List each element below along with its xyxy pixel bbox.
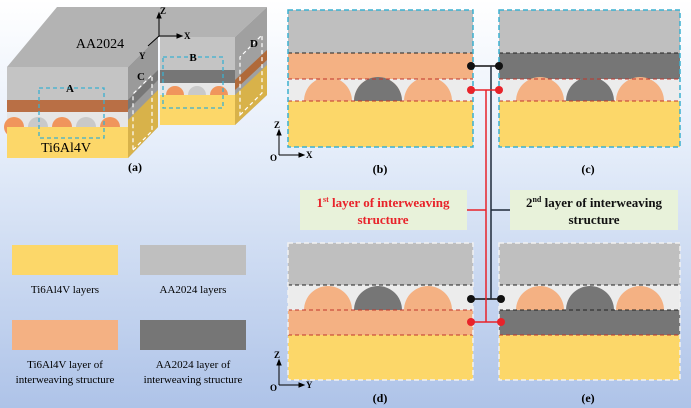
legend-aa-interweave-label-2: interweaving structure bbox=[144, 374, 243, 386]
caption-e: (e) bbox=[581, 391, 594, 405]
interweave-band bbox=[7, 100, 128, 112]
legend-aa-label: AA2024 layers bbox=[160, 284, 227, 296]
axis-y-label-d: Y bbox=[306, 380, 313, 390]
legend: Ti6Al4V layers AA2024 layers Ti6Al4V lay… bbox=[12, 245, 246, 386]
svg-text:2nd layer of interweaving: 2nd layer of interweaving bbox=[526, 195, 663, 210]
top-face bbox=[7, 7, 267, 67]
axes-icon bbox=[147, 11, 184, 47]
caption-c: (c) bbox=[581, 162, 594, 176]
region-c-box bbox=[132, 73, 153, 152]
region-a-label: A bbox=[66, 83, 74, 95]
panel-b: (b) bbox=[287, 9, 474, 176]
axis-x-label: X bbox=[184, 31, 191, 41]
panel-c: (c) bbox=[498, 9, 681, 176]
axis-y-label: Y bbox=[139, 51, 146, 61]
svg-text:1st layer of interweaving: 1st layer of interweaving bbox=[317, 195, 450, 210]
panel-e: (e) bbox=[498, 242, 681, 405]
region-b-box bbox=[162, 56, 224, 109]
axis-x-label-b: X bbox=[306, 150, 313, 160]
axis-z-label: Z bbox=[160, 6, 166, 16]
panel-a-3d-model: AA2024 Ti6Al4V A B C D Z X Y (a) bbox=[4, 6, 267, 174]
origin-label-d: O bbox=[270, 383, 277, 393]
first-layer-callout: 1st layer of interweaving structure bbox=[300, 190, 467, 230]
region-b-label: B bbox=[189, 52, 197, 64]
legend-swatch-aa bbox=[140, 245, 246, 275]
svg-text:structure: structure bbox=[568, 212, 619, 227]
axes-icon-xz bbox=[276, 128, 306, 158]
legend-swatch-aa-interweave bbox=[140, 320, 246, 350]
axes-icon-yz bbox=[276, 358, 306, 388]
second-layer-callout: 2nd layer of interweaving structure bbox=[510, 190, 678, 230]
origin-label-b: O bbox=[270, 153, 277, 163]
legend-swatch-ti bbox=[12, 245, 118, 275]
legend-swatch-ti-interweave bbox=[12, 320, 118, 350]
axis-z-label-b: Z bbox=[274, 120, 280, 130]
legend-ti-interweave-label-1: Ti6Al4V layer of bbox=[27, 359, 103, 371]
first-layer-connector bbox=[467, 86, 505, 326]
svg-text:structure: structure bbox=[357, 212, 408, 227]
region-d-label: D bbox=[250, 38, 258, 50]
region-c-label: C bbox=[137, 71, 145, 83]
legend-aa-interweave-label-1: AA2024 layer of bbox=[156, 359, 231, 371]
region-a-box bbox=[38, 87, 105, 139]
second-layer-connector bbox=[467, 62, 510, 303]
caption-b: (b) bbox=[373, 162, 388, 176]
legend-ti-label: Ti6Al4V layers bbox=[31, 284, 99, 296]
ti6al4v-label: Ti6Al4V bbox=[41, 141, 91, 156]
aa2024-label: AA2024 bbox=[76, 37, 124, 52]
axis-z-label-d: Z bbox=[274, 350, 280, 360]
caption-a: (a) bbox=[128, 160, 142, 174]
panel-d: (d) bbox=[287, 242, 474, 405]
legend-ti-interweave-label-2: interweaving structure bbox=[16, 374, 115, 386]
ti-base bbox=[7, 127, 128, 158]
caption-d: (d) bbox=[373, 391, 388, 405]
